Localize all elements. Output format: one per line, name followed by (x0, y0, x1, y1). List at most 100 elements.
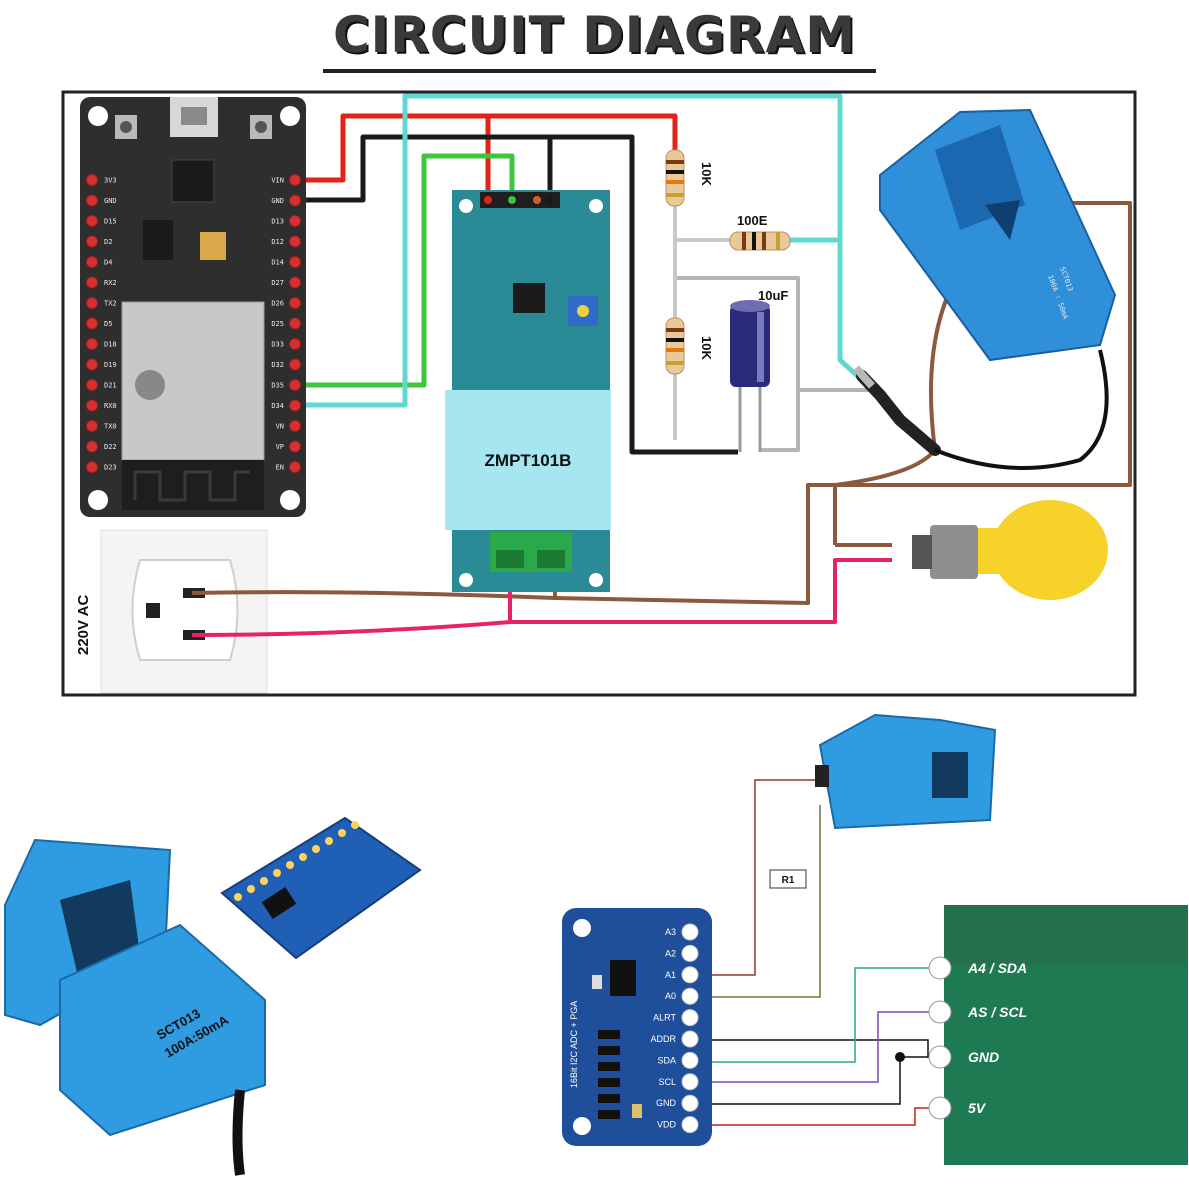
signal-wire-green (302, 153, 515, 388)
ground-wire-black (302, 134, 738, 455)
ac-wire-brown (191, 201, 1132, 605)
burden-resistor-r1 (769, 869, 807, 889)
esp32-pin-label: TX0 (104, 423, 117, 431)
esp32-pin-label: RX2 (104, 279, 117, 287)
esp32-pin-label: D22 (104, 443, 117, 451)
capacitor-10uf (730, 300, 770, 387)
esp32-pin-pad (289, 215, 301, 227)
ads1115-pin-pad (681, 987, 699, 1005)
esp32-pin-pad (86, 215, 98, 227)
ads1115-pin-pad (681, 1030, 699, 1048)
esp32-pin-pad (289, 256, 301, 268)
gnd-junction (895, 1052, 905, 1062)
esp32-pin-label: D34 (271, 402, 284, 410)
esp32-pin-pad (289, 276, 301, 289)
sda-wire (690, 967, 940, 1063)
ads1115-pin-label: ADDR (650, 1034, 676, 1044)
esp32-pin-label: D23 (104, 464, 117, 472)
sct013-photo (4, 838, 266, 1176)
esp32-pin-label: TX2 (104, 300, 117, 308)
ads1115-pin-label: ALRT (653, 1013, 676, 1023)
page-title: CIRCUIT DIAGRAM (332, 6, 856, 64)
ads1115-pin-pad (681, 1094, 699, 1112)
r1-label: R1 (782, 875, 795, 886)
a1-wire (690, 779, 822, 976)
ads1115-pin-label: SCL (658, 1077, 676, 1087)
esp32-pin-label: D2 (104, 238, 112, 246)
title-underline (323, 69, 876, 73)
esp32-pin-label: D32 (271, 361, 284, 369)
esp32-pin-label: D13 (271, 218, 284, 226)
esp32-pin-pad (86, 174, 98, 186)
esp32-pin-pad (86, 194, 98, 207)
signal-wire-cyan (302, 93, 864, 408)
esp32-pin-label: VN (276, 423, 284, 431)
sct013-sensor-top (879, 108, 1117, 362)
esp32-pin-pad (289, 461, 301, 473)
esp32-pin-label: D14 (271, 259, 284, 267)
esp32-pin-label: D33 (271, 341, 284, 349)
resistor-leads (673, 170, 730, 440)
esp32-pin-label: D18 (104, 341, 117, 349)
ads1115-pin-pad (681, 1116, 699, 1134)
esp32-pin-pad (289, 399, 301, 412)
esp32-pin-label: D35 (271, 382, 284, 390)
zmpt-label: ZMPT101B (485, 451, 572, 470)
ads1115-photo (220, 816, 422, 960)
gnd-wire (690, 1056, 940, 1105)
esp32-pin-label: D4 (104, 259, 112, 267)
ads1115-pin-label: SDA (657, 1055, 676, 1065)
ads1115-pin-pad (681, 1073, 699, 1091)
esp32-pin-label: VIN (271, 177, 284, 185)
esp32-pin-pad (289, 358, 301, 371)
ads1115-pin-label: A2 (665, 948, 676, 958)
ads1115-pin-pad (681, 944, 699, 962)
esp32-left-header: 3V3GNDD15D2D4RX2TX2D5D18D19D21RX0TX0D22D… (86, 174, 117, 473)
esp32-pin-label: D5 (104, 320, 112, 328)
esp32-pin-pad (86, 235, 98, 248)
ads1115-pin-pad (681, 1009, 699, 1027)
vdd-wire (690, 1107, 940, 1126)
esp32-pin-pad (86, 297, 98, 309)
target-pin-label: 5V (968, 1100, 987, 1116)
ads1115-board-label: 16Bit I2C ADC + PGA (569, 1001, 579, 1088)
resistor-100e (729, 231, 791, 251)
ads1115-pin-label: A0 (665, 991, 676, 1001)
esp32-pin-label: GND (271, 197, 284, 205)
esp32-pin-pad (289, 379, 301, 391)
esp32-pin-pad (86, 358, 98, 371)
esp32-pin-pad (86, 461, 98, 473)
esp32-pin-pad (86, 276, 98, 289)
esp32-pin-pad (86, 338, 98, 350)
esp32-pin-pad (289, 338, 301, 350)
esp32-right-header: VINGNDD13D12D14D27D26D25D33D32D35D34VNVP… (271, 174, 301, 473)
esp32-pin-pad (289, 194, 301, 207)
esp32-pin-label: RX0 (104, 402, 117, 410)
esp32-pin-pad (289, 297, 301, 309)
esp32-pin-pad (86, 420, 98, 432)
ac-wire-pink (191, 558, 892, 637)
target-pin-pad (928, 1045, 952, 1069)
esp32-pin-pad (289, 420, 301, 432)
schematic-wiring (690, 779, 940, 1126)
target-pin-label: A4 / SDA (967, 960, 1027, 976)
ac-source-label: 220V AC (75, 595, 92, 655)
target-pin-label: GND (968, 1049, 999, 1065)
light-bulb (912, 500, 1108, 600)
esp32-pin-label: D27 (271, 279, 284, 287)
esp32-pin-label: D15 (104, 218, 117, 226)
resistor-10k-bottom (665, 317, 685, 375)
a0-wire (690, 805, 821, 998)
audio-jack (853, 349, 1109, 470)
esp32-pin-label: D12 (271, 238, 284, 246)
target-pin-pad (928, 956, 952, 980)
esp32-pin-label: VP (276, 443, 284, 451)
scl-wire (690, 1011, 940, 1083)
esp32-pin-pad (86, 256, 98, 268)
esp32-pin-label: GND (104, 197, 117, 205)
ads1115-pin-pad (681, 1051, 699, 1069)
ads1115-pin-pad (681, 966, 699, 984)
